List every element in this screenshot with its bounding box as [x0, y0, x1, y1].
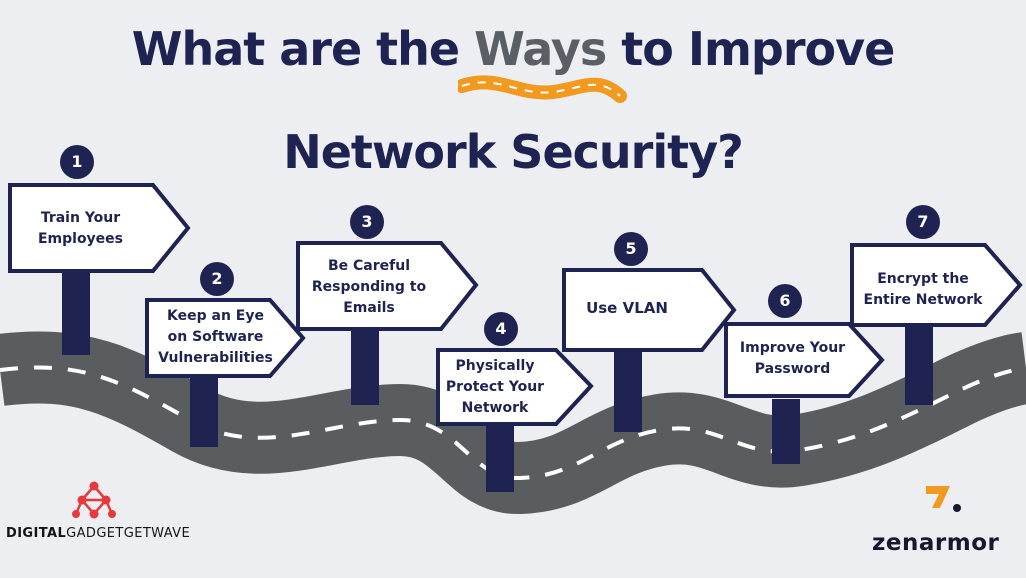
page-title-line-2: Network Security?	[283, 125, 744, 179]
step-label: Encrypt the Entire Network	[863, 271, 983, 308]
step-sign-6: 6 Improve Your Password	[724, 284, 889, 464]
network-molecule-icon	[72, 481, 116, 519]
step-number-badge: 1	[60, 145, 94, 179]
step-sign-3: 3 Be Careful Responding to Emails	[296, 205, 481, 410]
arrow-sign-board	[724, 322, 885, 398]
arrow-sign-board	[436, 348, 594, 426]
step-number-badge: 2	[200, 262, 234, 296]
sign-post	[772, 399, 800, 464]
arrow-sign-board	[296, 241, 479, 331]
arrow-sign-board	[8, 183, 191, 273]
title-text-after: to Improve	[606, 22, 895, 76]
sign-post	[905, 320, 933, 405]
sign-post	[614, 347, 642, 432]
step-number-badge: 3	[350, 205, 384, 239]
logo-word-bold: DIGITAL	[6, 526, 67, 541]
logo-wordmark: zenarmor	[872, 530, 1000, 556]
step-number-badge: 6	[768, 284, 802, 318]
step-sign-4: 4 Physically Protect Your Network	[436, 312, 596, 492]
sign-post	[351, 325, 379, 405]
step-label: Be Careful Responding to Emails	[311, 258, 427, 316]
zenarmor-mark-icon	[926, 486, 961, 512]
title-text-before: What are the	[131, 22, 475, 76]
arrow-sign-board	[562, 268, 737, 352]
step-label: Keep an Eye on Software Vulnerabilities	[158, 308, 273, 366]
step-label: Use VLAN	[586, 299, 668, 317]
step-sign-2: 2 Keep an Eye on Software Vulnerabilitie…	[145, 262, 310, 447]
arrow-sign-board	[145, 298, 306, 378]
sign-post	[190, 372, 218, 447]
arrow-sign-board	[850, 243, 1023, 327]
step-label: Improve Your Password	[739, 340, 846, 377]
step-sign-1: 1 Train Your Employees	[8, 145, 193, 360]
logo-wordmark: DIGITALGADGETGETWAVE	[6, 526, 190, 541]
step-sign-7: 7 Encrypt the Entire Network	[850, 205, 1026, 405]
logo-word-rest: GADGETGETWAVE	[66, 526, 191, 541]
title-highlight-word: Ways	[474, 22, 607, 76]
sign-post	[486, 422, 514, 492]
step-label: Train Your Employees	[37, 210, 124, 247]
road-squiggle-icon	[458, 75, 627, 103]
step-label: Physically Protect Your Network	[445, 358, 545, 416]
step-number-badge: 7	[906, 205, 940, 239]
step-number-badge: 5	[614, 232, 648, 266]
step-number-badge: 4	[484, 312, 518, 346]
step-sign-5: 5 Use VLAN	[562, 232, 742, 432]
page-title-line-1: What are the Ways to Improve	[0, 22, 1026, 76]
